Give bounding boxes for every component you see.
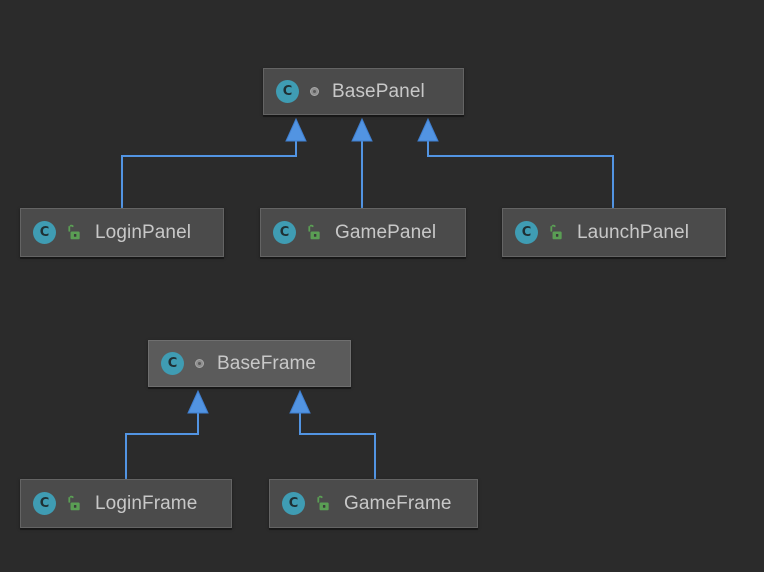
edge-login-frame-to-base-frame [125,389,209,479]
node-icon-group: C [276,80,319,103]
abstract-icon [195,359,204,368]
class-node-login-frame[interactable]: C LoginFrame [20,479,232,528]
node-icon-group: C [273,221,322,244]
class-icon: C [282,492,305,515]
class-node-label: BaseFrame [217,352,317,374]
public-lock-icon [317,495,329,511]
node-icon-group: C [161,352,204,375]
class-node-game-panel[interactable]: C GamePanel [260,208,466,257]
class-icon: C [161,352,184,375]
edge-game-frame-to-base-frame [289,389,376,479]
public-lock-icon [308,224,320,240]
public-lock-icon [68,224,80,240]
class-node-label: LoginFrame [95,492,198,514]
class-node-launch-panel[interactable]: C LaunchPanel [502,208,726,257]
public-lock-icon [550,224,562,240]
abstract-icon [310,87,319,96]
edge-game-panel-to-base-panel [351,117,373,208]
node-icon-group: C [282,492,331,515]
node-icon-group: C [33,492,82,515]
class-icon: C [33,221,56,244]
class-node-label: GameFrame [344,492,452,514]
edge-launch-panel-to-base-panel [417,117,614,208]
class-icon: C [273,221,296,244]
public-lock-icon [68,495,80,511]
node-icon-group: C [33,221,82,244]
class-node-label: GamePanel [335,221,437,243]
class-node-label: BasePanel [332,80,425,102]
class-icon: C [33,492,56,515]
node-icon-group: C [515,221,564,244]
class-icon: C [515,221,538,244]
class-node-base-frame[interactable]: C BaseFrame [148,340,351,387]
class-node-base-panel[interactable]: C BasePanel [263,68,464,115]
class-node-label: LaunchPanel [577,221,690,243]
class-node-game-frame[interactable]: C GameFrame [269,479,478,528]
class-node-login-panel[interactable]: C LoginPanel [20,208,224,257]
class-icon: C [276,80,299,103]
class-node-label: LoginPanel [95,221,192,243]
edge-login-panel-to-base-panel [121,117,307,208]
